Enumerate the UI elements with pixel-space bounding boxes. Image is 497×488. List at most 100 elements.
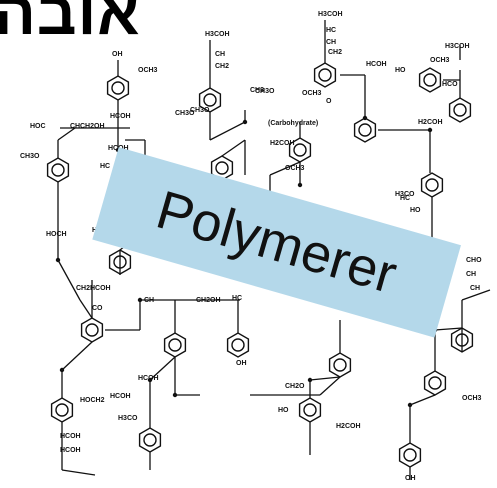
aromatic-circle [403,448,417,462]
atom-label: CH2O [285,383,305,390]
atom-label: CH2OH [80,123,105,130]
benzene-ring [353,117,377,143]
chemical-bond [57,127,76,141]
chemical-bond [434,327,463,331]
atom-label: OH [236,360,247,367]
benzene-ring [80,317,104,343]
chemical-bond [409,394,436,406]
atom-label: O [326,98,332,105]
oxygen-atom [147,377,153,383]
atom-label: OCH3 [430,57,450,64]
benzene-ring [198,87,222,113]
atom-label: HCOH [60,447,81,454]
oxygen-atom [307,377,313,383]
atom-label: CH [326,39,336,46]
benzene-ring [328,352,352,378]
atom-label: H3CO [395,191,415,198]
aromatic-circle [303,403,317,417]
chemical-bond [461,289,491,301]
atom-label: CH [215,51,225,58]
atom-label: CH2 [215,63,229,70]
atom-label: H3COH [205,31,230,38]
aromatic-circle [428,376,442,390]
atom-label: CH [144,297,154,304]
benzene-ring [398,442,422,468]
atom-label: HO [278,407,289,414]
aromatic-circle [51,163,65,177]
benzene-ring [450,327,474,353]
oxygen-atom [137,297,143,303]
heading-fragment: אובה [0,0,141,48]
atom-label: HOCH [46,231,67,238]
atom-label: HOCH2 [80,397,105,404]
aromatic-circle [358,123,372,137]
benzene-ring [106,75,130,101]
chemical-bond [79,299,93,319]
chemical-bond [221,139,246,157]
atom-label: HO [395,67,406,74]
chemical-bond [57,259,81,301]
benzene-ring [163,332,187,358]
atom-label: HCOH [366,61,387,68]
chemical-bond [209,121,246,141]
atom-label: HO [410,207,421,214]
atom-label: CH [70,123,80,130]
aromatic-circle [231,338,245,352]
atom-label: CH3O [190,107,210,114]
atom-label: HC [232,295,242,302]
atom-label: CH3O [20,153,40,160]
chemical-bond [149,356,176,381]
benzene-ring [138,427,162,453]
atom-label: (Carbohydrate) [268,120,318,127]
atom-label: HCOH [138,375,159,382]
atom-label: H3COH [445,43,470,50]
benzene-ring [420,172,444,198]
aromatic-circle [113,255,127,269]
chemical-bond [269,161,301,176]
benzene-ring [298,397,322,423]
atom-label: HCO [442,81,458,88]
atom-label: H2COH [336,423,361,430]
atom-label: CH2OH [196,297,221,304]
atom-label: OH [112,51,123,58]
aromatic-circle [318,68,332,82]
oxygen-atom [172,392,178,398]
chemical-bond [319,376,341,396]
atom-label: H2COH [418,119,443,126]
aromatic-circle [453,103,467,117]
aromatic-circle [455,333,469,347]
atom-label: HCOH [90,285,111,292]
oxygen-atom [59,367,65,373]
benzene-ring [226,332,250,358]
atom-label: CH3O [175,110,195,117]
aromatic-circle [203,93,217,107]
aromatic-circle [143,433,157,447]
atom-label: HC [400,195,410,202]
aromatic-circle [293,143,307,157]
atom-label: HCOH [60,433,81,440]
atom-label: H3COH [318,11,343,18]
atom-label: OH [405,475,416,482]
atom-label: H2COH [270,140,295,147]
aromatic-circle [111,81,125,95]
benzene-ring [448,97,472,123]
benzene-ring [46,157,70,183]
aromatic-circle [215,161,229,175]
benzene-ring [50,397,74,423]
benzene-ring [313,62,337,88]
oxygen-atom [297,182,303,188]
aromatic-circle [55,403,69,417]
atom-label: OCH3 [462,395,482,402]
atom-label: CH3O [255,88,275,95]
atom-label: CH2 [328,49,342,56]
atom-label: CH3 [250,87,264,94]
atom-label: CHO [466,257,482,264]
atom-label: OCH3 [302,90,322,97]
benzene-ring [108,249,132,275]
chemical-bond [61,469,96,476]
benzene-ring [423,370,447,396]
oxygen-atom [427,127,433,133]
oxygen-atom [55,257,61,263]
